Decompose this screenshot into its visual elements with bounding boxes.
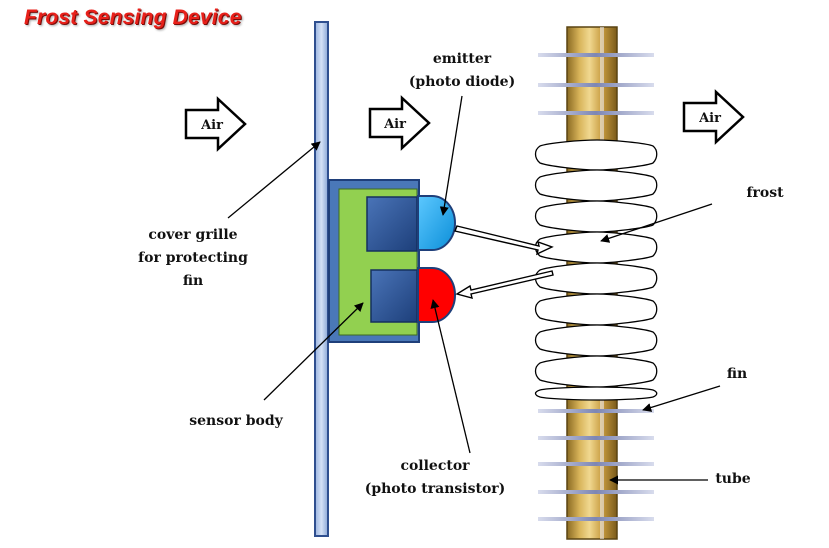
- air-arrow-middle-label: Air: [383, 117, 406, 132]
- fins-top: [538, 53, 654, 115]
- collector-callout: [430, 299, 471, 454]
- reflected-light-beam: [455, 270, 554, 299]
- fin-callout: [642, 385, 721, 412]
- frost-layers: [534, 139, 658, 401]
- diagram-title: Frost Sensing Device: [24, 6, 242, 29]
- emitter-label-line1: emitter: [432, 51, 492, 67]
- emitter-label: emitter (photo diode): [398, 48, 526, 94]
- emitter-housing: [366, 196, 418, 252]
- emitter-label-line2: (photo diode): [408, 74, 516, 90]
- cover-grille-callout: [227, 141, 321, 219]
- frost-callout: [600, 203, 713, 243]
- cover-grille-label: cover grille for protecting fin: [128, 224, 258, 293]
- emitted-light-beam: [454, 225, 554, 256]
- air-arrow-left: Air: [184, 96, 247, 152]
- air-arrow-right: Air: [682, 89, 745, 145]
- collector-label-line1: collector: [400, 458, 470, 474]
- collector-housing: [370, 269, 418, 323]
- cover-grille-label-line2: for protecting: [138, 250, 248, 266]
- sensor-body-callout: [263, 302, 364, 401]
- cover-grille: [314, 21, 329, 537]
- sensor-body: [328, 179, 456, 343]
- fin-label: fin: [726, 366, 748, 382]
- tube-label: tube: [715, 471, 751, 487]
- collector-label: collector (photo transistor): [352, 455, 518, 501]
- emitter-photo-diode: [417, 195, 456, 251]
- air-arrow-left-label: Air: [200, 118, 223, 133]
- sensor-body-label: sensor body: [189, 413, 283, 429]
- collector-photo-transistor: [417, 267, 456, 323]
- emitter-callout: [439, 95, 463, 216]
- callout-lines: [227, 95, 721, 485]
- air-arrow-right-label: Air: [698, 111, 721, 126]
- fins-bottom: [538, 409, 654, 521]
- frost-label: frost: [746, 185, 784, 201]
- air-arrow-middle: Air: [368, 95, 431, 151]
- cover-grille-label-line1: cover grille: [148, 227, 238, 243]
- collector-label-line2: (photo transistor): [364, 481, 506, 497]
- cover-grille-label-line3: fin: [182, 273, 204, 289]
- light-beams: [454, 225, 554, 299]
